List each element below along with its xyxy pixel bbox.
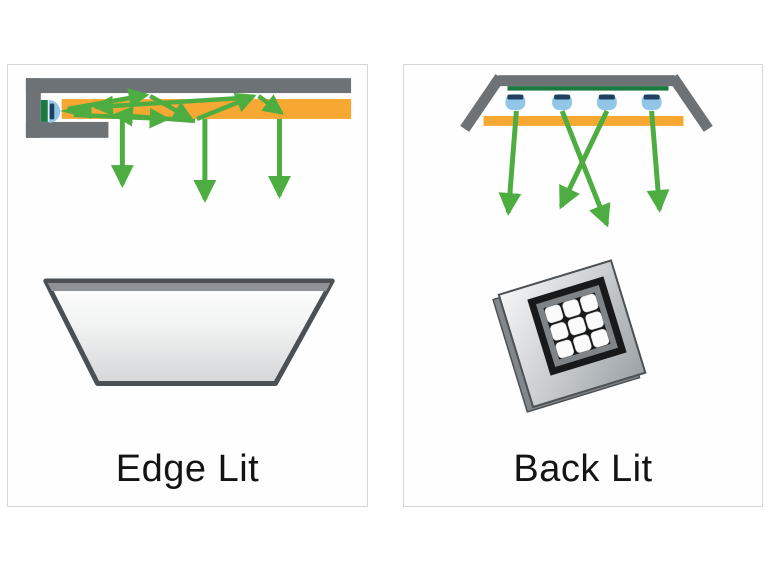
- back-lit-card: Back Lit: [403, 64, 763, 507]
- led-strip-bar: [507, 86, 669, 91]
- edge-lit-card: Edge Lit: [7, 64, 368, 507]
- led-chip-grid: [544, 293, 610, 359]
- edge-lit-diagram: [25, 78, 352, 386]
- edge-lit-panel-graphic: [43, 278, 335, 386]
- led-icon: [505, 94, 526, 110]
- edge-lit-housing: [25, 78, 352, 138]
- edge-led-chip: [49, 103, 55, 120]
- led-icon: [596, 94, 617, 110]
- backlight-leds: [505, 94, 662, 110]
- diffuser-bar: [483, 115, 684, 126]
- down-light-arrows: [498, 109, 670, 228]
- bouncing-ray-arrows: [67, 87, 284, 129]
- back-lit-label: Back Lit: [513, 448, 653, 490]
- led-pcb-strip: [40, 100, 48, 122]
- down-light-arrows: [110, 118, 291, 203]
- back-lit-diagram: [460, 74, 713, 413]
- back-lit-panel-graphic: [492, 259, 647, 413]
- panel-top-strip: [47, 283, 331, 291]
- led-module: [527, 276, 627, 376]
- back-lit-housing: [460, 74, 713, 132]
- led-icon: [641, 94, 662, 110]
- edge-lit-label: Edge Lit: [115, 448, 260, 490]
- led-icon: [552, 94, 573, 110]
